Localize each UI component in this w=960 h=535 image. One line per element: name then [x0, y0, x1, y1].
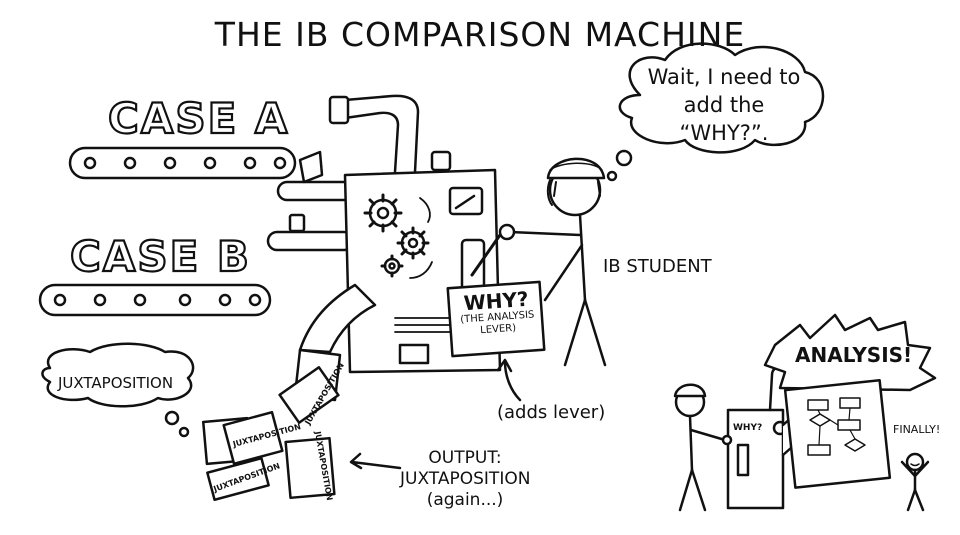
output-label: OUTPUT: JUXTAPOSITION (again...)	[400, 448, 530, 511]
case-a-label: CASE A	[107, 94, 290, 143]
lever-sign	[446, 280, 546, 358]
case-b-label: CASE B	[69, 232, 251, 281]
small-lever-label: WHY?	[733, 423, 763, 433]
gear-icon	[363, 193, 403, 233]
flowchart-icon	[783, 379, 892, 489]
output-papers	[202, 366, 340, 502]
gear-icon	[380, 254, 404, 278]
arrow-output	[349, 452, 402, 470]
thought-bubble-student	[606, 42, 825, 182]
output-label-line2: JUXTAPOSITION	[400, 469, 531, 489]
thought-bubble-text: Wait, I need to add the “WHY?”.	[647, 65, 801, 145]
analysis-label: ANALYSIS!	[795, 343, 913, 367]
page-title: THE IB COMPARISON MACHINE	[214, 15, 746, 54]
pipe-icon	[343, 111, 400, 174]
stick-figure-icon	[673, 383, 733, 512]
conveyor-belt-icon	[68, 146, 297, 180]
stick-figure-icon	[498, 157, 607, 367]
output-label-line3: (again...)	[426, 490, 504, 510]
thought-bubble-juxtaposition	[41, 342, 195, 438]
student-label: IB STUDENT	[603, 256, 712, 277]
gear-icon	[396, 226, 430, 260]
finally-label: FINALLY!	[893, 423, 941, 436]
adds-lever-label: (adds lever)	[497, 402, 606, 423]
feeder-conveyor	[266, 150, 355, 252]
arrow-adds-lever	[496, 358, 522, 402]
juxtaposition-bubble-text: JUXTAPOSITION	[58, 374, 174, 392]
output-label-line1: OUTPUT:	[428, 448, 502, 468]
stick-figure-icon	[900, 452, 930, 512]
analysis-burst	[763, 313, 937, 392]
lever-sign-text: WHY? (THE ANALYSIS LEVER)	[451, 287, 544, 339]
conveyor-belt-icon	[38, 283, 272, 317]
